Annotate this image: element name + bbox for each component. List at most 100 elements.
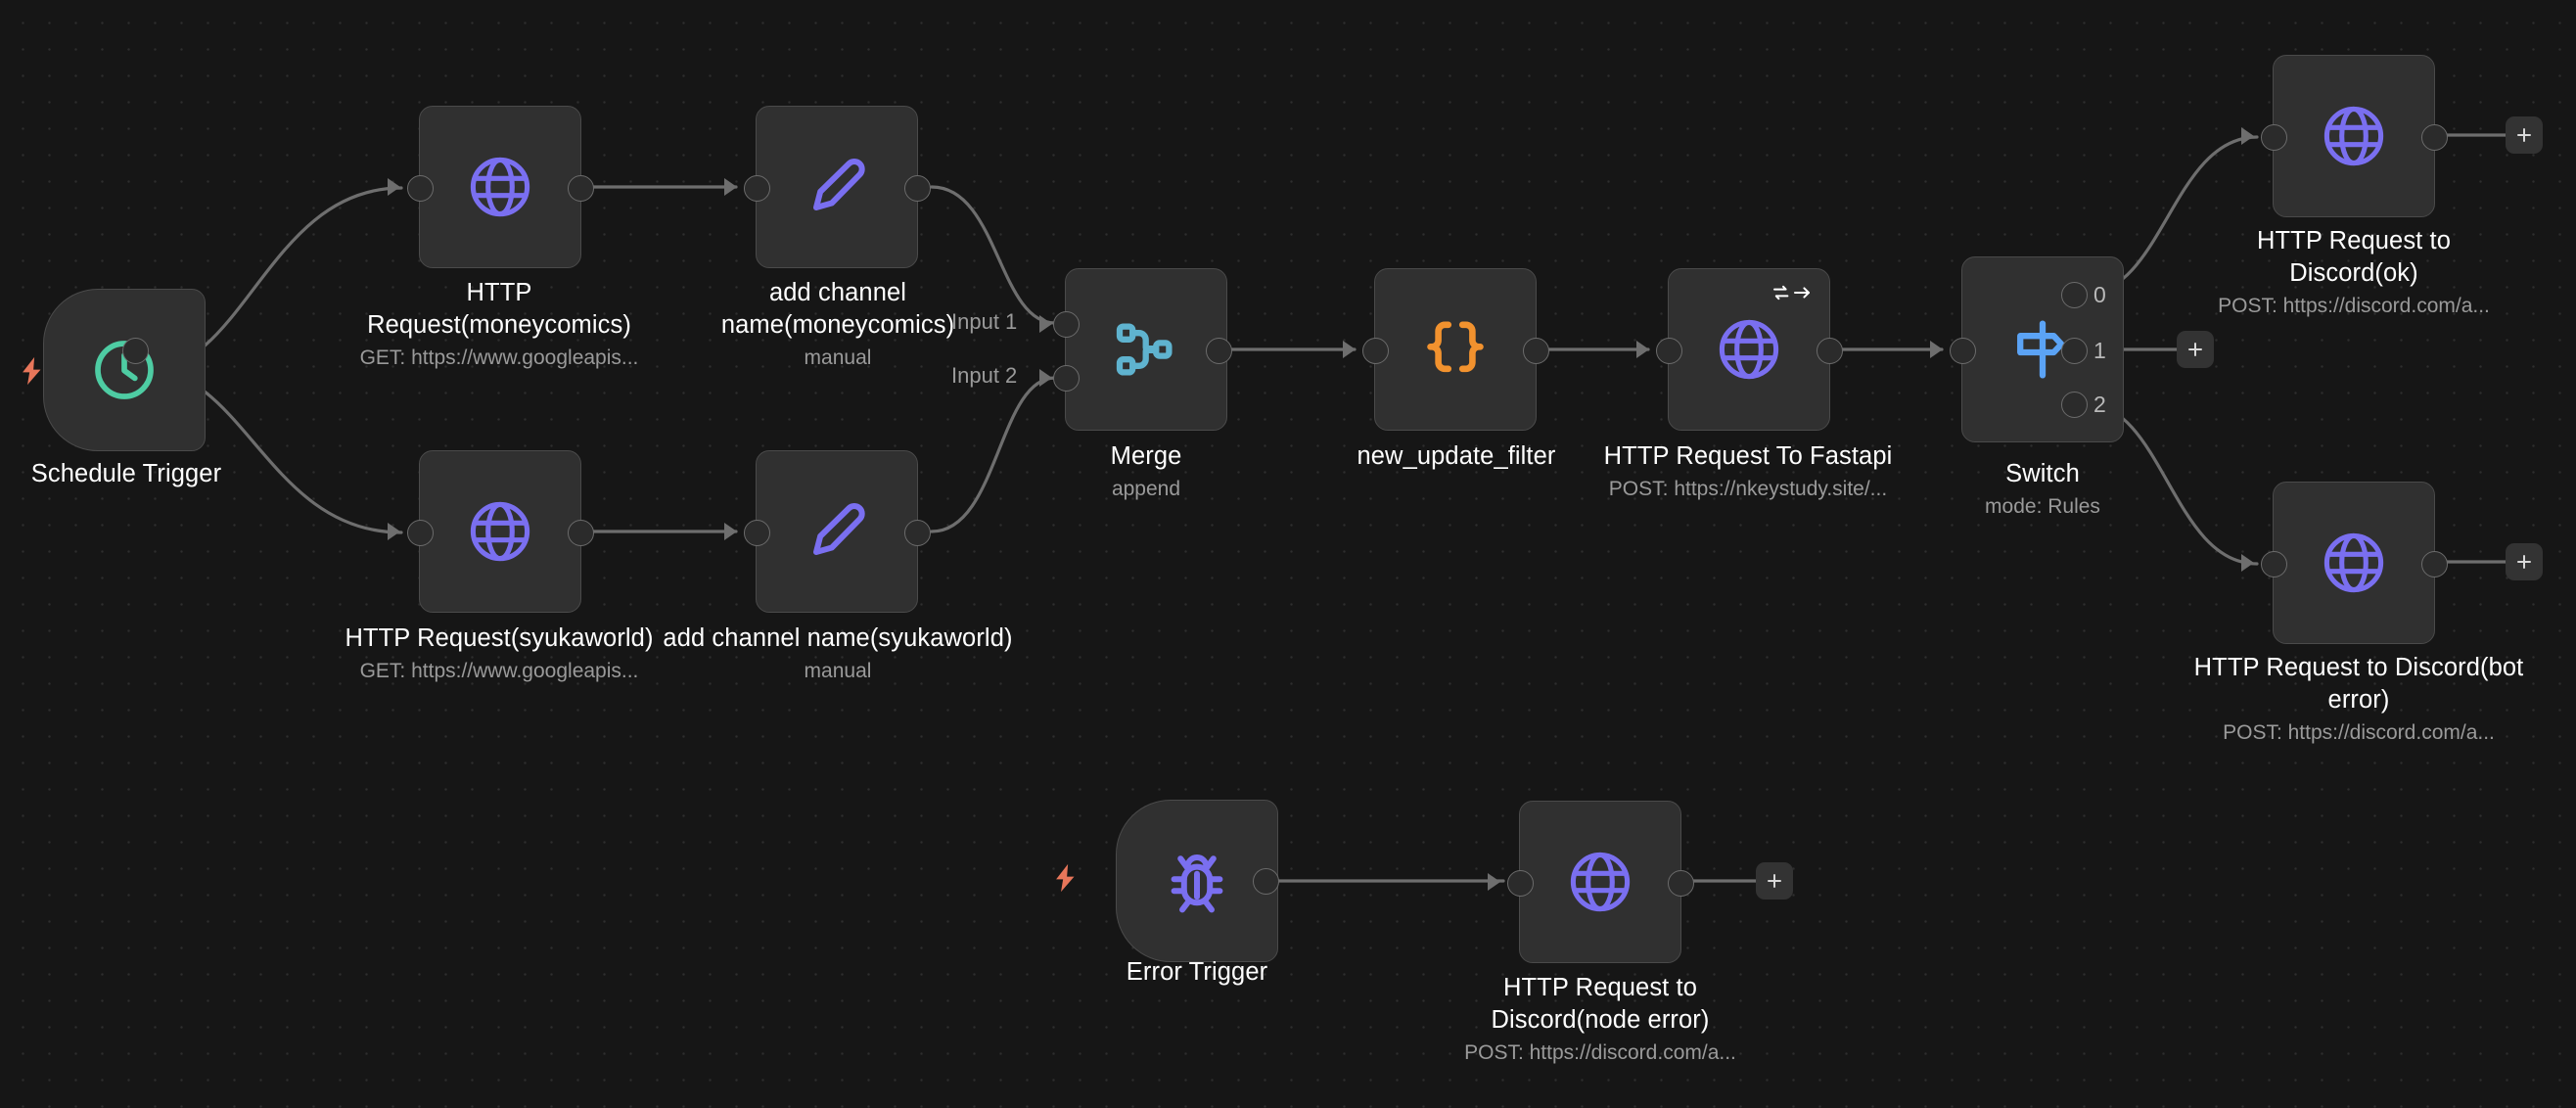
node-http-request-to-discord-node-error[interactable]: [1519, 801, 1681, 963]
node-subtitle: POST: https://discord.com/a...: [2223, 721, 2495, 744]
caption-http-request-moneycomics: HTTP Request(moneycomics) GET: https://w…: [333, 277, 666, 373]
merge-icon: [1111, 314, 1181, 385]
discord-ok-output-port[interactable]: [2421, 124, 2448, 151]
switch-output-0-label: 0: [2093, 282, 2106, 307]
merge-input-2-label: Input 2: [951, 363, 1018, 388]
merge-input-1-label: Input 1: [951, 309, 1018, 334]
fastapi-output-port[interactable]: [1817, 338, 1843, 364]
code-braces-icon: [1420, 314, 1491, 385]
input-arrow: [1930, 341, 1943, 358]
new-update-filter-input-port[interactable]: [1362, 338, 1389, 364]
node-add-channel-name-moneycomics[interactable]: [756, 106, 918, 268]
node-title: HTTP Request to Discord(node error): [1491, 974, 1710, 1034]
retry-on-fail-icon: [1771, 281, 1817, 309]
caption-http-request-to-discord-bot-error: HTTP Request to Discord(bot error) POST:…: [2192, 652, 2525, 748]
http-syukaworld-output-port[interactable]: [568, 520, 594, 546]
input-arrow: [724, 523, 737, 540]
merge-input-2-port[interactable]: [1053, 365, 1080, 392]
add-syukaworld-input-port[interactable]: [744, 520, 770, 546]
node-title: Switch: [2005, 460, 2080, 487]
schedule-trigger-bolt-icon: [16, 352, 49, 394]
caption-http-request-to-discord-node-error: HTTP Request to Discord(node error) POST…: [1439, 972, 1762, 1068]
globe-icon: [2319, 528, 2389, 598]
new-update-filter-output-port[interactable]: [1523, 338, 1549, 364]
node-http-request-to-discord-bot-error[interactable]: [2273, 482, 2435, 644]
node-subtitle: manual: [804, 660, 872, 682]
node-subtitle: GET: https://www.googleapis...: [359, 660, 639, 682]
switch-output-1-label: 1: [2093, 338, 2106, 363]
switch-input-port[interactable]: [1950, 338, 1976, 364]
add-node-button-switch-out-1[interactable]: [2177, 331, 2214, 368]
globe-icon: [1565, 847, 1635, 917]
merge-input-1-arrow: [1039, 315, 1052, 333]
node-subtitle: mode: Rules: [1985, 495, 2100, 518]
node-http-request-to-discord-ok[interactable]: [2273, 55, 2435, 217]
signpost-icon: [2007, 314, 2078, 385]
switch-output-port-0[interactable]: [2061, 282, 2088, 308]
node-title: Merge: [1110, 442, 1182, 470]
merge-input-1-port[interactable]: [1053, 311, 1080, 338]
discord-bot-error-output-port[interactable]: [2421, 551, 2448, 577]
switch-output-2-label: 2: [2093, 392, 2106, 417]
node-title: add channel name(syukaworld): [663, 624, 1013, 652]
globe-icon: [2319, 101, 2389, 171]
discord-node-error-output-port[interactable]: [1668, 870, 1694, 897]
node-title: HTTP Request(moneycomics): [367, 279, 631, 339]
pencil-icon: [802, 496, 872, 567]
caption-merge: Merge append: [1034, 440, 1259, 504]
globe-icon: [465, 152, 535, 222]
input-arrow: [388, 523, 400, 540]
bug-icon: [1162, 846, 1232, 916]
node-add-channel-name-syukaworld[interactable]: [756, 450, 918, 613]
http-moneycomics-output-port[interactable]: [568, 175, 594, 202]
node-merge[interactable]: [1065, 268, 1227, 431]
add-node-button-discord-ok[interactable]: [2506, 116, 2543, 154]
http-moneycomics-input-port[interactable]: [407, 175, 434, 202]
pencil-icon: [802, 152, 872, 222]
node-new-update-filter[interactable]: [1374, 268, 1537, 431]
http-syukaworld-input-port[interactable]: [407, 520, 434, 546]
caption-switch: Switch mode: Rules: [1942, 458, 2143, 522]
caption-http-request-to-discord-ok: HTTP Request to Discord(ok) POST: https:…: [2202, 225, 2506, 321]
caption-new-update-filter: new_update_filter: [1311, 440, 1601, 473]
node-subtitle: POST: https://discord.com/a...: [1464, 1041, 1736, 1064]
add-node-button-discord-bot-error[interactable]: [2506, 543, 2543, 580]
add-node-button-discord-node-error[interactable]: [1756, 862, 1793, 900]
caption-http-request-syukaworld: HTTP Request(syukaworld) GET: https://ww…: [333, 623, 666, 686]
node-title: Schedule Trigger: [30, 460, 222, 487]
node-title: HTTP Request(syukaworld): [345, 624, 654, 652]
merge-input-2-arrow: [1039, 369, 1052, 387]
discord-ok-input-port[interactable]: [2261, 124, 2287, 151]
node-http-request-to-fastapi[interactable]: [1668, 268, 1830, 431]
input-arrow: [1343, 341, 1356, 358]
fastapi-input-port[interactable]: [1656, 338, 1682, 364]
caption-schedule-trigger: Schedule Trigger: [0, 458, 268, 490]
input-arrow: [1488, 873, 1500, 891]
globe-icon: [465, 496, 535, 567]
node-http-request-moneycomics[interactable]: [419, 106, 581, 268]
merge-output-port[interactable]: [1206, 338, 1232, 364]
input-arrow: [2241, 554, 2254, 572]
node-title: new_update_filter: [1357, 442, 1556, 470]
add-moneycomics-input-port[interactable]: [744, 175, 770, 202]
error-trigger-output-port[interactable]: [1253, 868, 1279, 895]
switch-output-port-1[interactable]: [2061, 338, 2088, 364]
discord-node-error-input-port[interactable]: [1507, 870, 1534, 897]
globe-icon: [1714, 314, 1784, 385]
caption-add-channel-name-syukaworld: add channel name(syukaworld) manual: [662, 623, 1014, 686]
add-syukaworld-output-port[interactable]: [904, 520, 931, 546]
discord-bot-error-input-port[interactable]: [2261, 551, 2287, 577]
caption-http-request-to-fastapi: HTTP Request To Fastapi POST: https://nk…: [1552, 440, 1944, 504]
node-title: HTTP Request to Discord(ok): [2256, 227, 2452, 287]
add-moneycomics-output-port[interactable]: [904, 175, 931, 202]
input-arrow: [1636, 341, 1649, 358]
node-http-request-syukaworld[interactable]: [419, 450, 581, 613]
input-arrow: [388, 178, 400, 196]
node-schedule-trigger[interactable]: [43, 289, 206, 451]
node-error-trigger[interactable]: [1116, 800, 1278, 962]
error-trigger-bolt-icon: [1049, 859, 1082, 901]
schedule-trigger-output-port[interactable]: [122, 338, 149, 364]
switch-output-port-2[interactable]: [2061, 392, 2088, 418]
